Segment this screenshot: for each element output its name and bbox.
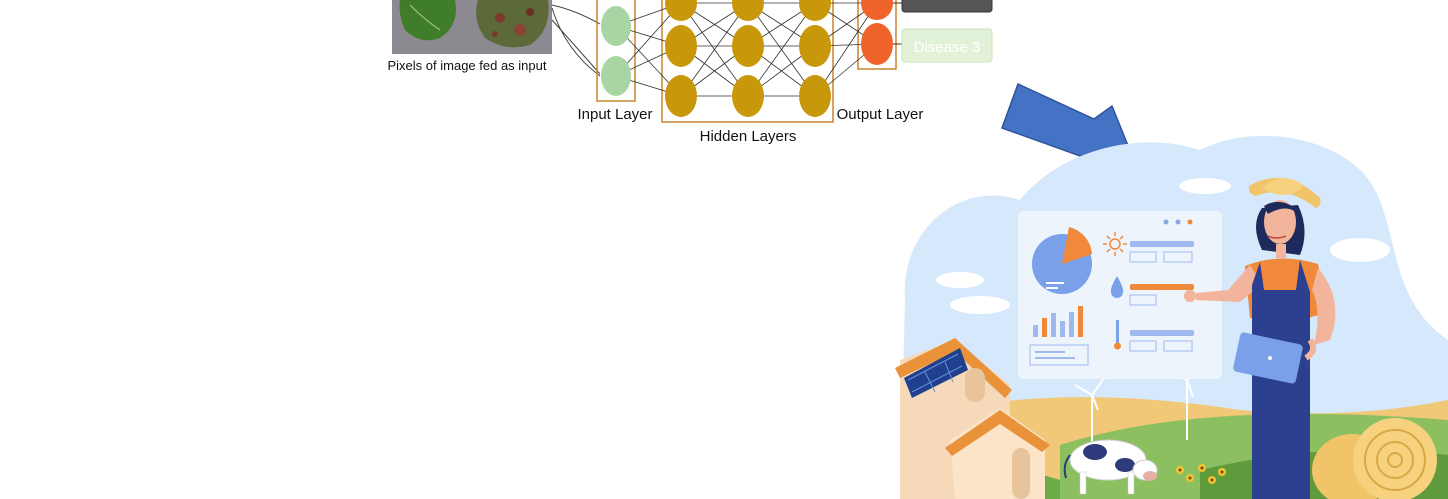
hidden-layers-frame: [661, 0, 834, 123]
hidden-node: [732, 25, 764, 67]
image-to-input-connections: [551, 4, 601, 77]
tablet-icon: [1233, 332, 1303, 384]
input-layer-frame: [596, 0, 636, 102]
dashboard-pie-chart-icon: [1032, 227, 1092, 294]
solar-panel-icon: [904, 348, 968, 398]
cow-icon: [1063, 439, 1158, 495]
input-caption: Pixels of image fed as input: [388, 58, 547, 73]
sun-icon: [1103, 232, 1127, 256]
hidden-node: [732, 0, 764, 21]
hidden-nodes: [665, 0, 831, 117]
hidden-node: [665, 0, 697, 21]
leaf-image: [392, 0, 552, 54]
farmer: [1184, 177, 1336, 499]
input-layer-label: Input Layer: [577, 106, 652, 123]
house: [895, 338, 1050, 499]
thermometer-icon: [1114, 320, 1121, 350]
hidden-node: [732, 75, 764, 117]
connection-line: [747, 2, 816, 97]
hidden-node: [665, 75, 697, 117]
output-layer-label: Output Layer: [837, 106, 924, 123]
input-nodes: [601, 6, 631, 96]
output-node: [861, 23, 893, 65]
output-node: [861, 0, 893, 20]
bar-chart-icon: [1033, 306, 1083, 337]
input-node: [601, 6, 631, 46]
hay-bale-icon: [1312, 418, 1437, 499]
output-box-dark: [901, 0, 993, 13]
hidden-node: [799, 75, 831, 117]
hidden-node: [799, 25, 831, 67]
farmer-illustration: [895, 135, 1448, 499]
output-box-label: Disease 3: [914, 39, 981, 56]
connection-line: [680, 2, 749, 97]
input-node: [601, 56, 631, 96]
hidden-node: [799, 0, 831, 21]
output-nodes: [861, 0, 893, 65]
hidden-layers-label: Hidden Layers: [700, 128, 797, 145]
dashboard-panel: [1018, 211, 1222, 379]
water-drop-icon: [1110, 276, 1124, 298]
hidden-node: [665, 25, 697, 67]
sunflowers: [1176, 464, 1226, 484]
output-box-disease-3: [901, 28, 993, 63]
